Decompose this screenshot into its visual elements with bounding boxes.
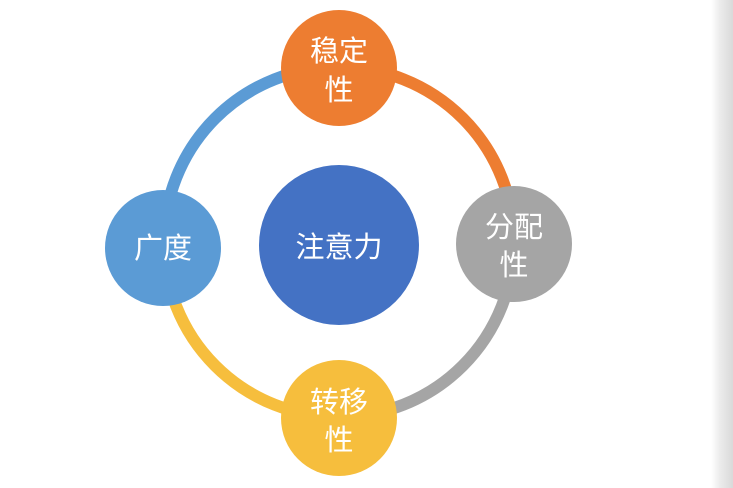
center-node: 注意力 bbox=[259, 165, 419, 325]
node-breadth: 广度 bbox=[105, 190, 221, 306]
node-shifting: 转移 性 bbox=[281, 360, 397, 476]
node-shifting-label-line1: 转移 bbox=[310, 385, 368, 419]
node-stability-label-line2: 性 bbox=[324, 73, 353, 107]
center-label: 注意力 bbox=[295, 230, 382, 264]
page-edge-shadow bbox=[711, 0, 733, 488]
node-distribution-label-line2: 性 bbox=[499, 248, 528, 282]
node-breadth-label: 广度 bbox=[134, 231, 192, 265]
node-stability-label-line1: 稳定 bbox=[310, 34, 368, 68]
node-distribution-label-line1: 分配 bbox=[485, 210, 543, 244]
node-stability: 稳定 性 bbox=[281, 10, 397, 126]
node-distribution: 分配 性 bbox=[456, 186, 572, 302]
node-shifting-label-line2: 性 bbox=[324, 423, 353, 457]
